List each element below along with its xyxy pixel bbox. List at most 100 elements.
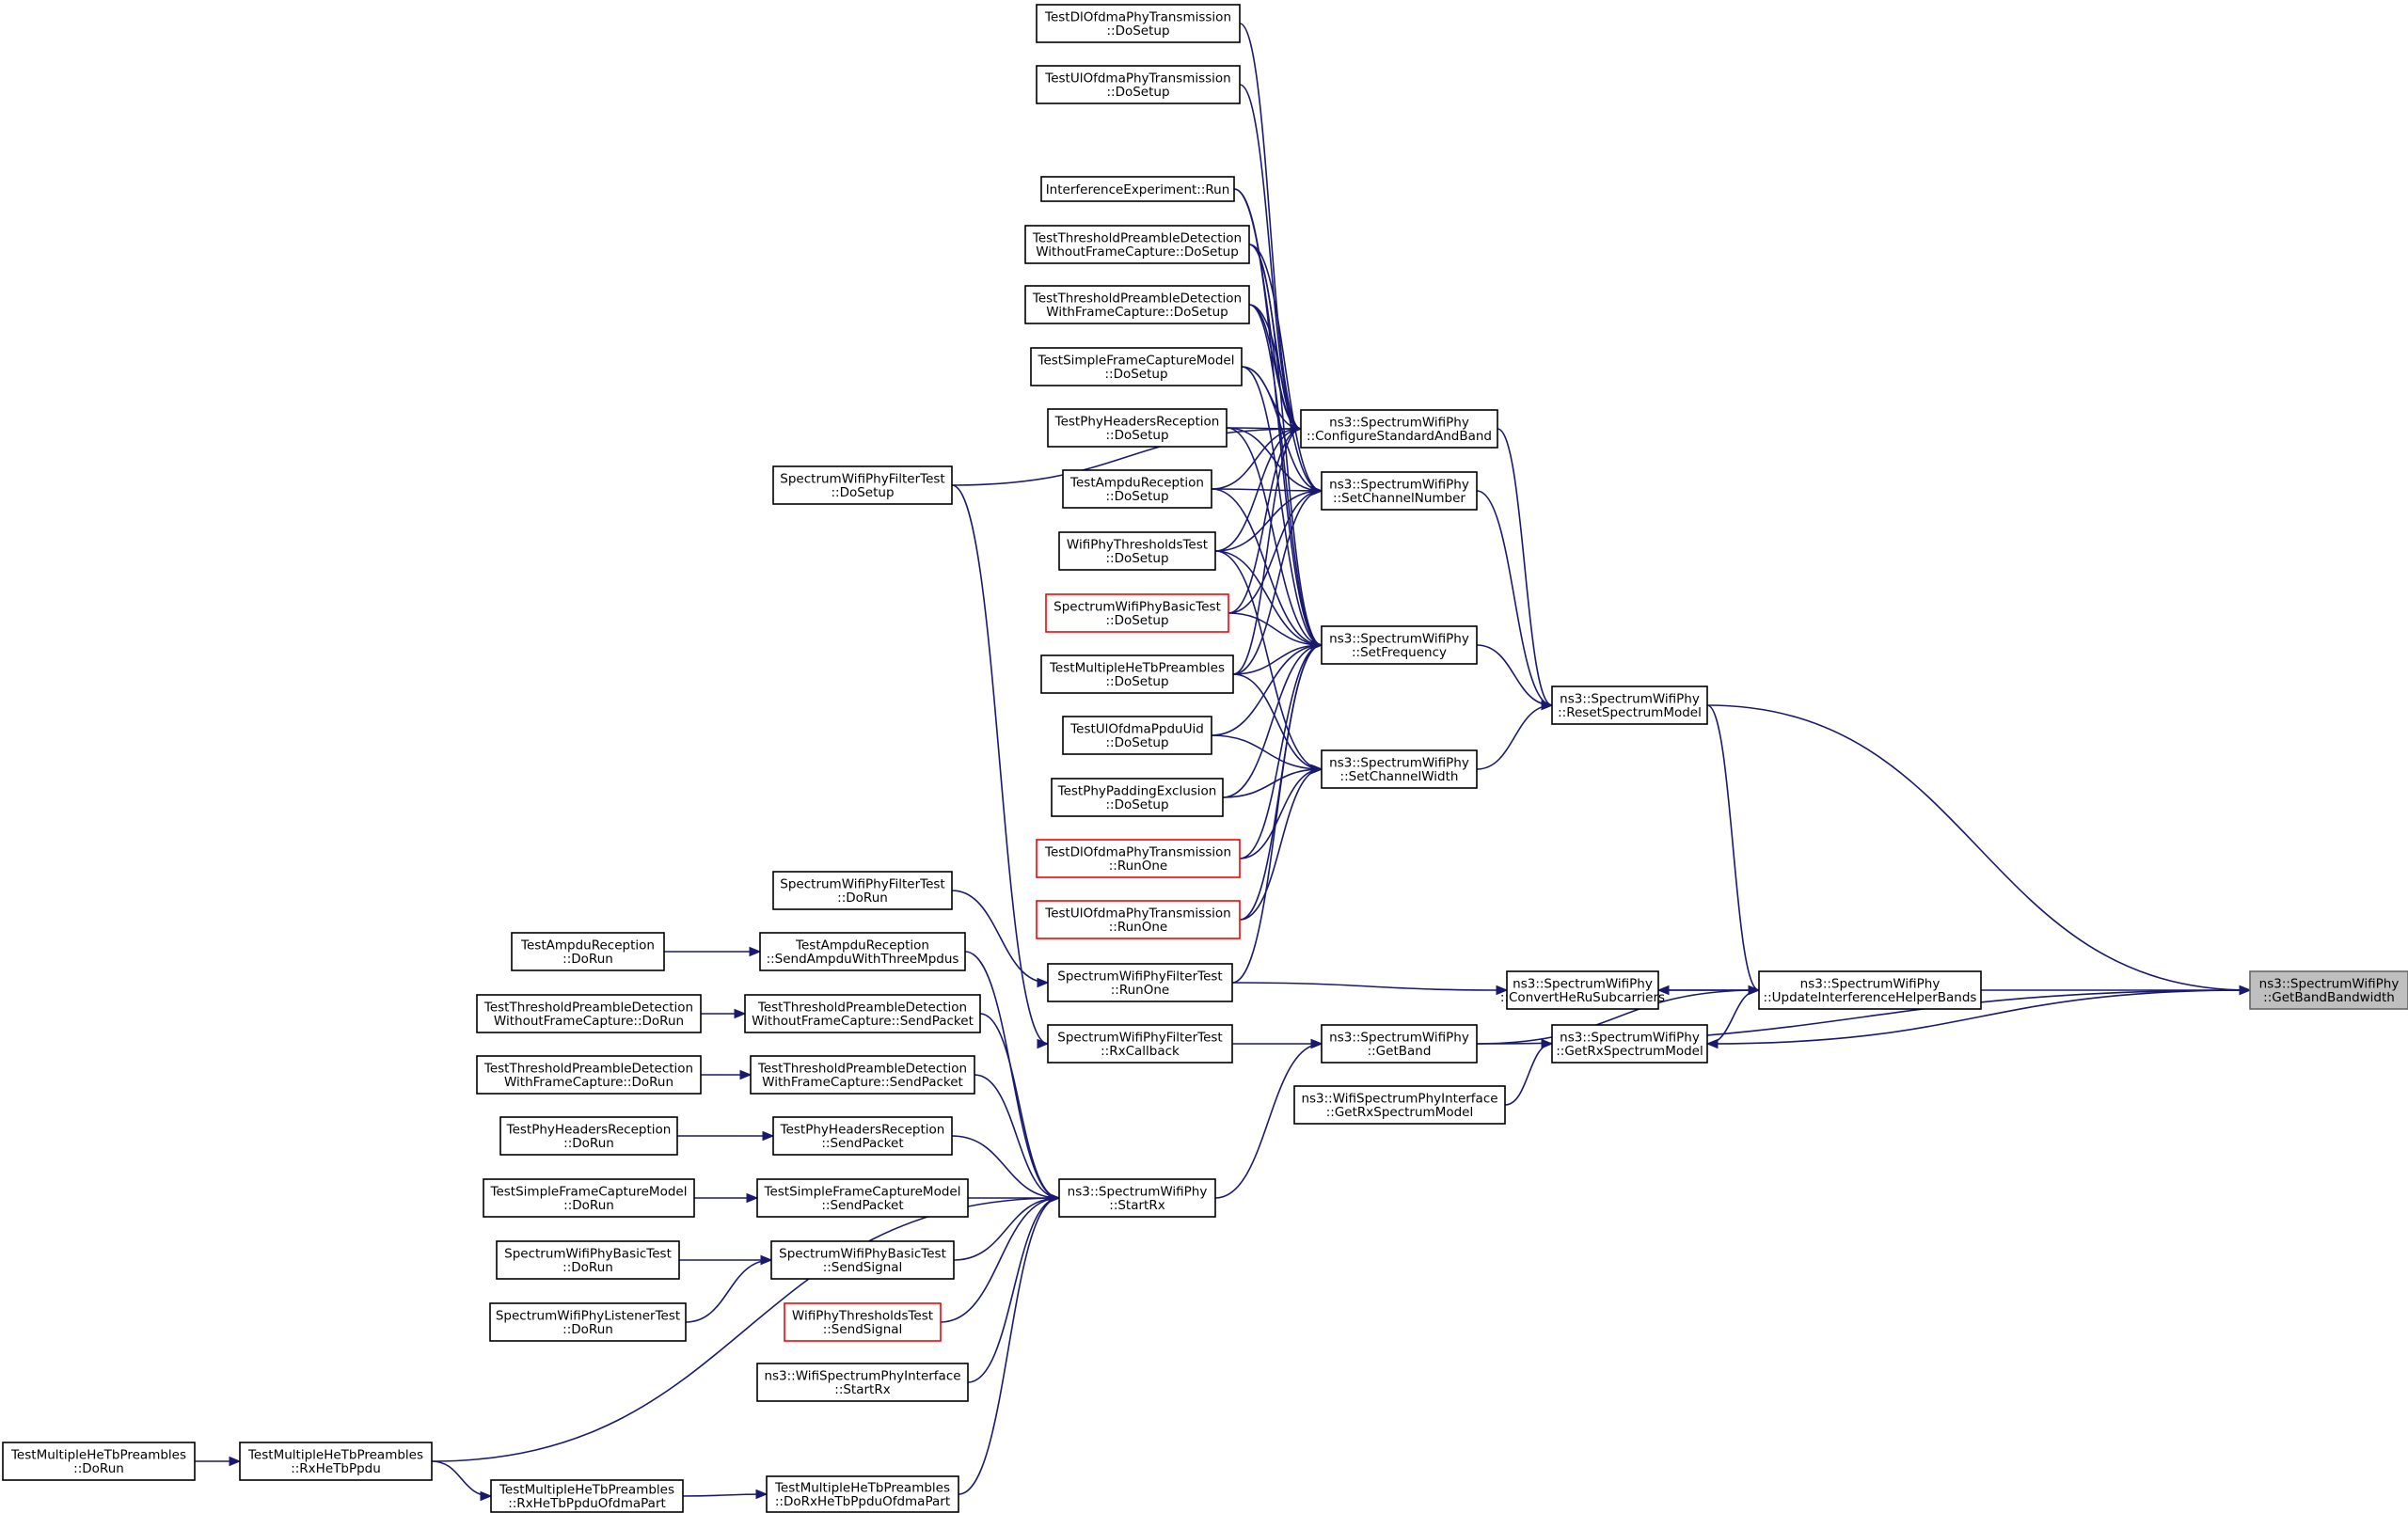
node-padding_setup[interactable]: TestPhyPaddingExclusion::DoSetup (1051, 778, 1224, 817)
node-dlofdma_setup[interactable]: TestDlOfdmaPhyTransmission::DoSetup (1036, 4, 1241, 43)
node-ulofdmauid_setup[interactable]: TestUlOfdmaPpduUid::DoSetup (1062, 716, 1212, 755)
node-setchwidth[interactable]: ns3::SpectrumWifiPhy::SetChannelWidth (1321, 749, 1478, 789)
edge-interfexp_run-to-setfreq (1233, 188, 1323, 646)
node-label: TestPhyPaddingExclusion (1057, 784, 1217, 799)
edge-filtertest_runone-to-converthe (1231, 982, 1508, 991)
edge-dlofdma_setup-to-configstd (1239, 23, 1302, 430)
edge-ulofdmauid_setup-to-setfreq (1211, 644, 1323, 736)
node-basictest_send[interactable]: SpectrumWifiPhyBasicTest::SendSignal (770, 1240, 955, 1280)
node-multihetb_rxofdma[interactable]: TestMultipleHeTbPreambles::RxHeTbPpduOfd… (490, 1479, 684, 1513)
node-label: TestUlOfdmaPpduUid (1069, 722, 1204, 737)
node-phyheaders_setup[interactable]: TestPhyHeadersReception::DoSetup (1047, 408, 1228, 448)
node-label: ::DoRun (73, 1461, 124, 1476)
node-label: TestUlOfdmaPhyTransmission (1044, 906, 1230, 922)
edge-basictest_setup-to-configstd (1228, 428, 1302, 614)
node-configstd[interactable]: ns3::SpectrumWifiPhy::ConfigureStandardA… (1300, 409, 1498, 449)
node-thresh_without_send[interactable]: TestThresholdPreambleDetectionWithoutFra… (744, 994, 981, 1033)
node-multihetb_dorun[interactable]: TestMultipleHeTbPreambles::DoRun (2, 1442, 196, 1481)
node-ulofdma_setup[interactable]: TestUlOfdmaPhyTransmission::DoSetup (1036, 65, 1241, 104)
node-thresh_without_dorun[interactable]: TestThresholdPreambleDetectionWithoutFra… (476, 994, 702, 1033)
node-label: ::RunOne (1109, 859, 1167, 874)
node-getband[interactable]: ns3::SpectrumWifiPhy::GetBand (1321, 1024, 1478, 1064)
node-box (744, 994, 981, 1033)
node-label: ::SetFrequency (1352, 645, 1447, 660)
node-thresh_without_setup[interactable]: TestThresholdPreambleDetectionWithoutFra… (1024, 225, 1250, 264)
node-multihetb_rx[interactable]: TestMultipleHeTbPreambles::RxHeTbPpdu (239, 1442, 433, 1481)
node-thresh_with_setup[interactable]: TestThresholdPreambleDetectionWithFrameC… (1024, 285, 1250, 324)
node-basictest_setup[interactable]: SpectrumWifiPhyBasicTest::DoSetup (1045, 593, 1229, 633)
edge-setchnum-to-resetsm (1476, 490, 1553, 706)
node-multihetb_dorxofdma[interactable]: TestMultipleHeTbPreambles::DoRxHeTbPpduO… (766, 1475, 959, 1513)
node-label: ::DoRun (562, 1260, 613, 1275)
node-label: ::DoSetup (1105, 797, 1168, 812)
node-setchnum[interactable]: ns3::SpectrumWifiPhy::SetChannelNumber (1321, 471, 1478, 511)
node-label: ns3::SpectrumWifiPhy (2259, 977, 2400, 992)
edge-basictest_setup-to-setchnum (1228, 490, 1323, 614)
node-label: ::SendSignal (823, 1322, 903, 1337)
node-filtertest_rxcb[interactable]: SpectrumWifiPhyFilterTest::RxCallback (1047, 1024, 1233, 1064)
node-box (2249, 970, 2408, 1010)
node-filtertest_runone[interactable]: SpectrumWifiPhyFilterTest::RunOne (1047, 963, 1233, 1002)
node-phyheaders_dorun[interactable]: TestPhyHeadersReception::DoRun (499, 1116, 678, 1156)
edge-arrowhead (229, 1456, 242, 1467)
node-updateihb[interactable]: ns3::SpectrumWifiPhy::UpdateInterference… (1758, 970, 1982, 1010)
node-ulofdma_runone[interactable]: TestUlOfdmaPhyTransmission::RunOne (1036, 900, 1241, 939)
node-filtertest_dorun[interactable]: SpectrumWifiPhyFilterTest::DoRun (772, 871, 953, 910)
node-resetsm[interactable]: ns3::SpectrumWifiPhy::ResetSpectrumModel (1551, 686, 1708, 725)
node-simplefc_dorun[interactable]: TestSimpleFrameCaptureModel::DoRun (483, 1178, 695, 1218)
node-thresh_with_dorun[interactable]: TestThresholdPreambleDetectionWithFrameC… (476, 1055, 702, 1095)
node-wifispecif_startrx[interactable]: ns3::WifiSpectrumPhyInterface::StartRx (756, 1363, 969, 1402)
node-getrxsm[interactable]: ns3::SpectrumWifiPhy::GetRxSpectrumModel (1551, 1024, 1708, 1064)
node-box (770, 1240, 955, 1280)
node-basictest_dorun[interactable]: SpectrumWifiPhyBasicTest::DoRun (496, 1240, 680, 1280)
node-wifithresh_setup[interactable]: WifiPhyThresholdsTest::DoSetup (1058, 531, 1216, 571)
edge-resetsm-to-updateihb (1706, 704, 1760, 991)
node-ampdu_setup[interactable]: TestAmpduReception::DoSetup (1062, 469, 1212, 509)
edge-startrx-to-getband (1214, 1043, 1323, 1199)
node-label: ::SetChannelNumber (1333, 491, 1465, 506)
node-multihetb_setup[interactable]: TestMultipleHeTbPreambles::DoSetup (1040, 654, 1234, 694)
node-wifispecifgetrx[interactable]: ns3::WifiSpectrumPhyInterface::GetRxSpec… (1293, 1085, 1506, 1125)
node-label: TestDlOfdmaPhyTransmission (1044, 10, 1231, 25)
node-box (756, 1363, 969, 1402)
node-label: ::ResetSpectrumModel (1558, 705, 1702, 720)
node-interfexp_run[interactable]: InterferenceExperiment::Run (1040, 176, 1235, 202)
node-getbandwidth[interactable]: ns3::SpectrumWifiPhy::GetBandBandwidth (2249, 970, 2408, 1010)
edge-multihetb_dorxofdma-to-startrx (958, 1197, 1060, 1495)
edge-arrowhead (760, 1254, 773, 1266)
node-label: ::DoRun (563, 1198, 614, 1213)
node-label: ns3::SpectrumWifiPhy (1329, 756, 1469, 771)
node-label: TestThresholdPreambleDetection (757, 1062, 967, 1077)
node-box (759, 932, 966, 971)
node-converthe[interactable]: ns3::SpectrumWifiPhy::ConvertHeRuSubcarr… (1500, 970, 1665, 1010)
node-listener_dorun[interactable]: SpectrumWifiPhyListenerTest::DoRun (489, 1302, 687, 1342)
node-label: ::DoSetup (1106, 85, 1169, 100)
node-ampdu_send[interactable]: TestAmpduReception::SendAmpduWithThreeMp… (759, 932, 966, 971)
edge-setchwidth-to-resetsm (1476, 704, 1553, 770)
node-dlofdma_runone[interactable]: TestDlOfdmaPhyTransmission::RunOne (1036, 839, 1241, 878)
node-wifithresh_send[interactable]: WifiPhyThresholdsTest::SendSignal (784, 1302, 942, 1342)
node-label: TestPhyHeadersReception (780, 1123, 945, 1138)
edge-arrowhead (1541, 1038, 1554, 1049)
node-simplefc_send[interactable]: TestSimpleFrameCaptureModel::SendPacket (756, 1178, 969, 1218)
node-label: ::DoRun (563, 1136, 614, 1151)
edge-multihetb_setup-to-setfreq (1232, 644, 1323, 675)
node-simplefc_setup[interactable]: TestSimpleFrameCaptureModel::DoSetup (1030, 347, 1243, 386)
node-phyheaders_send[interactable]: TestPhyHeadersReception::SendPacket (772, 1116, 953, 1156)
node-label: ns3::SpectrumWifiPhy (1329, 632, 1469, 647)
node-thresh_with_send[interactable]: TestThresholdPreambleDetectionWithFrameC… (750, 1055, 975, 1095)
node-startrx[interactable]: ns3::SpectrumWifiPhy::StartRx (1058, 1178, 1216, 1218)
node-box (766, 1475, 959, 1513)
node-filtertest_setup[interactable]: SpectrumWifiPhyFilterTest::DoSetup (772, 465, 953, 505)
node-box (1321, 471, 1478, 511)
node-label: SpectrumWifiPhyBasicTest (779, 1247, 946, 1262)
edge-arrowhead (1496, 985, 1509, 996)
node-ampdu_dorun[interactable]: TestAmpduReception::DoRun (511, 932, 665, 971)
edge-arrowhead (1048, 1192, 1061, 1204)
node-label: TestUlOfdmaPhyTransmission (1044, 71, 1230, 87)
node-setfreq[interactable]: ns3::SpectrumWifiPhy::SetFrequency (1321, 625, 1478, 665)
edge-ulofdma_setup-to-configstd (1239, 84, 1302, 430)
node-box (772, 465, 953, 505)
edge-ulofdma_runone-to-setchwidth (1239, 768, 1323, 921)
edge-filtertest_runone-to-setfreq (1231, 644, 1323, 984)
